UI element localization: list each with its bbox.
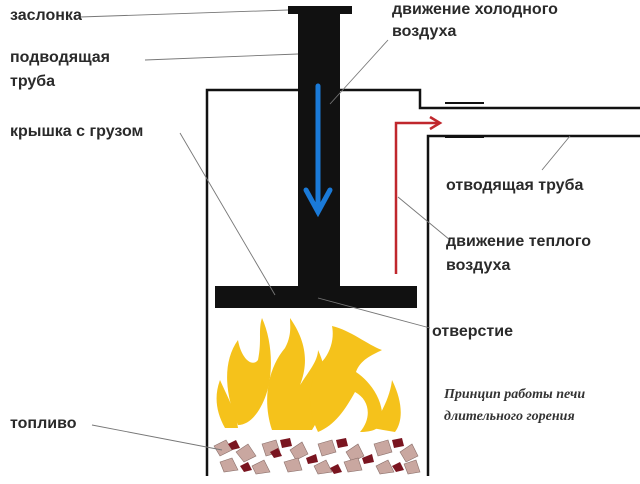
leader-fuel bbox=[91, 424, 223, 451]
label-weighted-lid: крышка с грузом bbox=[10, 123, 144, 140]
stove-body-outline bbox=[205, 88, 640, 476]
leader-opening bbox=[317, 297, 431, 329]
leader-weighted-lid bbox=[179, 132, 276, 296]
label-cold-air-line1: движение холодного bbox=[392, 1, 558, 18]
label-opening: отверстие bbox=[432, 323, 513, 340]
label-supply-pipe-line1: подводящая bbox=[10, 49, 110, 66]
cold-air-arrow bbox=[303, 83, 333, 218]
leader-exhaust-pipe bbox=[541, 135, 571, 171]
leader-supply-pipe bbox=[144, 53, 299, 61]
leader-damper bbox=[79, 9, 289, 18]
leader-warm-air bbox=[397, 196, 451, 241]
caption-line1: Принцип работы печи bbox=[444, 387, 586, 402]
label-exhaust-pipe: отводящая труба bbox=[446, 177, 584, 194]
damper-plate bbox=[288, 6, 352, 14]
label-fuel: топливо bbox=[10, 415, 77, 432]
weighted-lid-plate bbox=[215, 286, 417, 308]
label-warm-air-line2: воздуха bbox=[446, 257, 511, 274]
leader-lines bbox=[79, 9, 571, 451]
label-supply-pipe-line2: труба bbox=[10, 73, 56, 90]
label-cold-air-line2: воздуха bbox=[392, 23, 457, 40]
label-warm-air-line1: движение теплого bbox=[446, 233, 592, 250]
flames bbox=[216, 318, 401, 432]
fuel-bed bbox=[212, 436, 424, 475]
caption-line2: длительного горения bbox=[444, 409, 575, 424]
warm-air-arrow bbox=[394, 115, 443, 274]
leader-cold-air bbox=[329, 39, 389, 105]
label-damper: заслонка bbox=[10, 7, 82, 24]
stove-body bbox=[205, 88, 640, 476]
